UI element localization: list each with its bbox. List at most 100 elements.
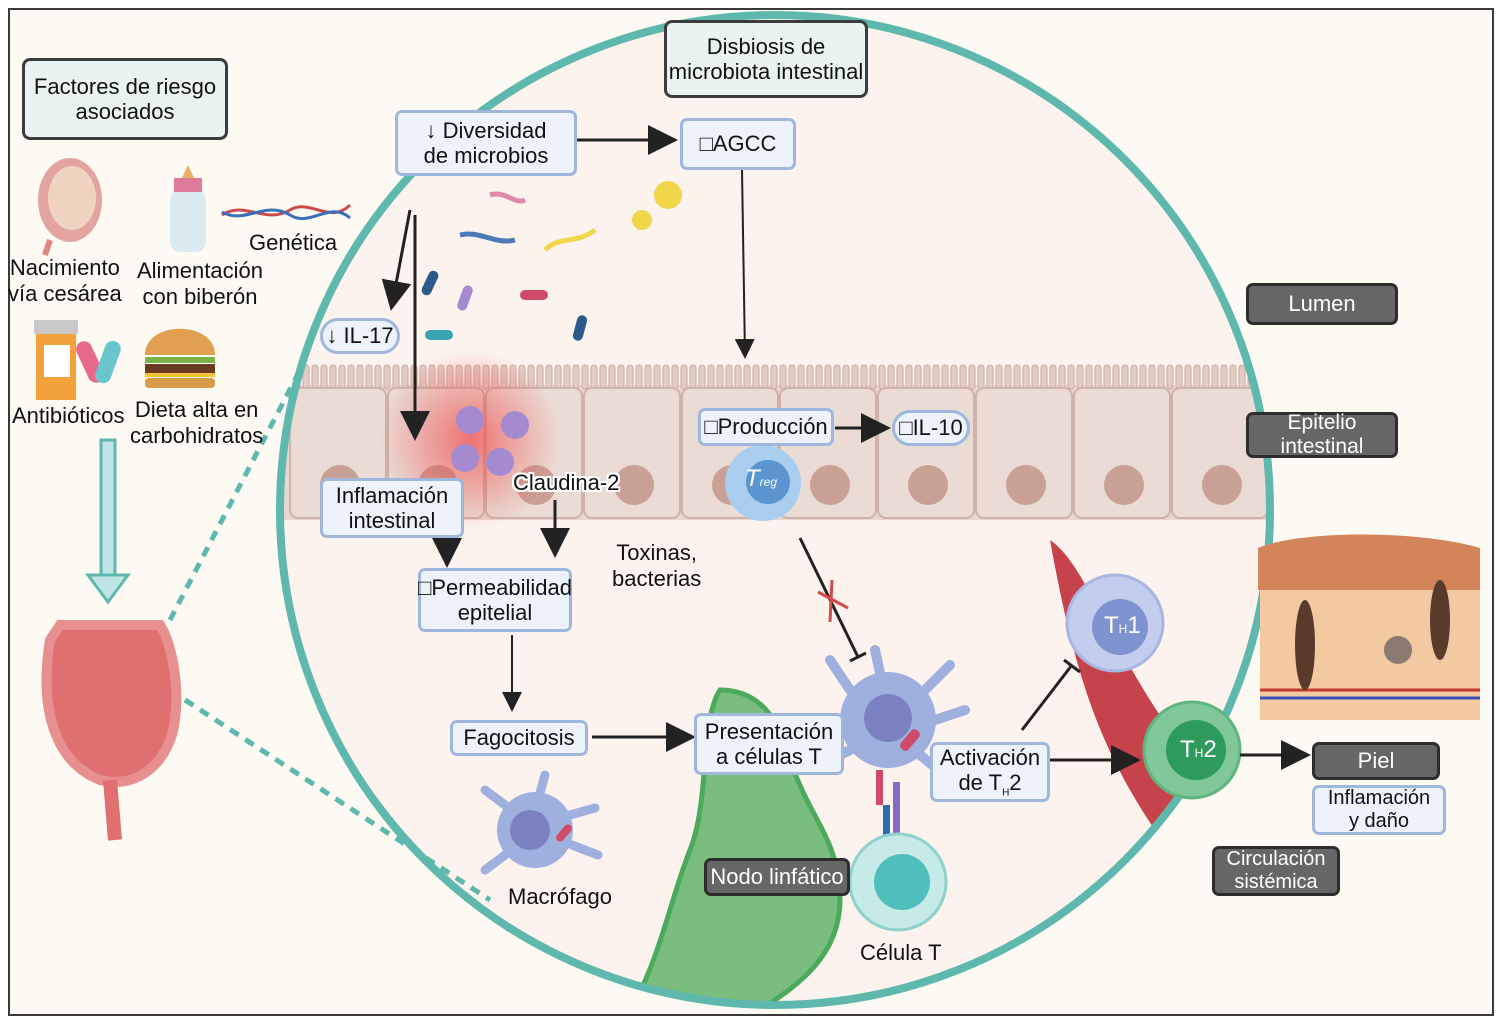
microvillus — [599, 364, 607, 390]
macrophage-cell — [480, 770, 603, 875]
risk-genetics-label: Genética — [249, 230, 338, 255]
blocked-x-icon — [817, 579, 849, 623]
microvillus — [329, 364, 337, 390]
microvillus — [707, 364, 715, 390]
microvillus — [698, 364, 706, 390]
microvillus — [1022, 364, 1030, 390]
microvillus — [554, 364, 562, 390]
neutrophils — [451, 406, 529, 476]
bacteria-group — [421, 181, 682, 341]
dendritic-cell — [815, 645, 970, 780]
microvillus — [383, 364, 391, 390]
microvillus — [752, 364, 760, 390]
microvillus — [860, 364, 868, 390]
epithelial-cell — [583, 387, 681, 519]
hamburger-icon — [145, 328, 215, 388]
microvillus — [653, 364, 661, 390]
microvillus — [1130, 364, 1138, 390]
microvillus — [896, 364, 904, 390]
microvillus — [770, 364, 778, 390]
th2-nucleus — [1166, 720, 1226, 780]
treg-nucleus — [746, 460, 790, 504]
microvillus — [959, 364, 967, 390]
microvillus — [1013, 364, 1021, 390]
microvillus — [833, 364, 841, 390]
microvillus — [878, 364, 886, 390]
microvillus — [545, 364, 553, 390]
th2-label: TH2 — [1180, 736, 1217, 763]
epithelium-label: Epitelio intestinal — [1246, 411, 1398, 458]
microvillus — [1112, 364, 1120, 390]
microvillus — [1076, 364, 1084, 390]
microvillus — [347, 364, 355, 390]
tcr-mhc-receptors — [876, 770, 900, 840]
microvillus — [284, 364, 292, 390]
risk-antibiotics-label: Antibióticos — [12, 403, 125, 428]
microvillus — [716, 364, 724, 390]
il17-box: ↓ IL-17 — [320, 318, 400, 354]
microvillus — [743, 364, 751, 390]
microvillus — [842, 364, 850, 390]
toxins-label: Toxinas,bacterias — [612, 540, 702, 592]
uterus-fetus-icon — [38, 158, 102, 256]
production-box: □Producción — [698, 408, 834, 446]
microvillus — [1004, 364, 1012, 390]
microvillus — [635, 364, 643, 390]
dna-icon — [221, 203, 352, 221]
microvillus — [977, 364, 985, 390]
macrophage-label: Macrófago — [508, 884, 612, 909]
microvillus — [1157, 364, 1165, 390]
zoom-line-top — [167, 368, 303, 622]
microvillus — [608, 364, 616, 390]
microvillus — [1103, 364, 1111, 390]
t-cell-nucleus — [874, 854, 930, 910]
microvillus — [1193, 364, 1201, 390]
cell-nucleus — [1300, 465, 1340, 505]
microvillus — [392, 364, 400, 390]
skin-label: Piel — [1312, 742, 1440, 780]
microvillus — [905, 364, 913, 390]
microvillus — [626, 364, 634, 390]
microvillus — [1220, 364, 1228, 390]
th1-nucleus — [1092, 599, 1148, 655]
pill-bottle-icon — [34, 320, 121, 400]
microvillus — [1202, 364, 1210, 390]
microvillus — [806, 364, 814, 390]
treg-label: Treg — [745, 465, 778, 492]
epithelial-cell — [1073, 387, 1171, 519]
microvillus — [797, 364, 805, 390]
microvillus — [1094, 364, 1102, 390]
lymph-node-label: Nodo linfático — [704, 858, 850, 896]
microvillus — [1148, 364, 1156, 390]
microvillus — [950, 364, 958, 390]
th1-label: TH1 — [1104, 612, 1141, 639]
microvillus — [671, 364, 679, 390]
cell-nucleus — [1202, 465, 1242, 505]
microvillus — [1031, 364, 1039, 390]
microvillus — [1121, 364, 1129, 390]
baby-bottle-icon — [170, 165, 206, 252]
microvillus — [725, 364, 733, 390]
agcc-box: □AGCC — [680, 118, 796, 170]
microvillus — [824, 364, 832, 390]
magnified-circle-border — [276, 11, 1274, 1009]
microvillus — [1238, 364, 1246, 390]
microvillus — [995, 364, 1003, 390]
t-cell-label: Célula T — [860, 940, 942, 965]
microvillus — [734, 364, 742, 390]
microvillus — [563, 364, 571, 390]
claudin-label: Claudina-2 — [513, 470, 620, 495]
il10-box: □IL-10 — [892, 410, 970, 446]
microvillus — [680, 364, 688, 390]
cell-nucleus — [1104, 465, 1144, 505]
microvillus — [1265, 364, 1270, 390]
microvillus — [788, 364, 796, 390]
microvillus — [662, 364, 670, 390]
microvillus — [689, 364, 697, 390]
